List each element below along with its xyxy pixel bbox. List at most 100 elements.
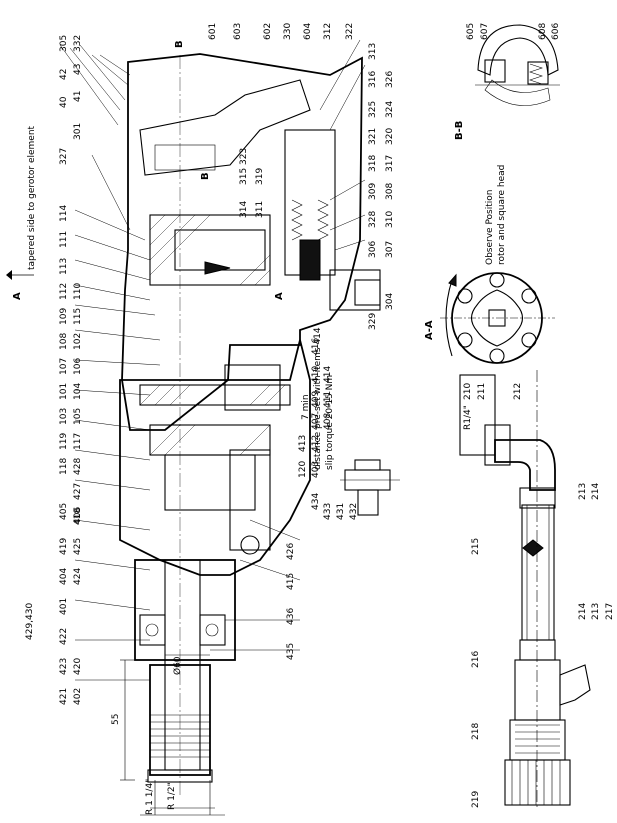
label-106: 106 (73, 358, 83, 375)
label-213a: 213 (578, 483, 588, 500)
label-426: 426 (286, 543, 296, 560)
hatch-gears (139, 384, 286, 456)
label-105: 105 (73, 408, 83, 425)
label-422: 422 (59, 628, 69, 645)
inlet-fitting (354, 279, 381, 306)
clutch-shaft (229, 449, 271, 551)
label-605: 605 (466, 23, 476, 40)
label-120: 120 (298, 461, 308, 478)
gear-set-upper (139, 384, 291, 406)
label-323: 323 (239, 148, 249, 165)
notes: distance pre-set with items 414 slip tor… (111, 327, 335, 815)
label-601: 601 (208, 23, 218, 40)
rotor-cone (204, 261, 231, 275)
handle-housing (121, 53, 363, 431)
dist-note-1: distance pre-set with items 414 (313, 327, 323, 470)
elbow-212 (494, 439, 556, 491)
trigger-lever (139, 79, 311, 176)
rotor-housing (149, 214, 271, 286)
dim-55: 55 (111, 714, 121, 725)
label-327: 327 (59, 148, 69, 165)
label-219: 219 (471, 791, 481, 808)
label-433: 433 (323, 503, 333, 520)
label-115: 115 (73, 308, 83, 325)
label-304: 304 (385, 293, 395, 310)
bearing-left (139, 614, 166, 646)
label-109: 109 (59, 308, 69, 325)
label-402: 402 (73, 688, 83, 705)
label-325: 325 (368, 101, 378, 118)
label-110: 110 (73, 283, 83, 300)
label-112: 112 (59, 283, 69, 300)
label-435: 435 (286, 643, 296, 660)
label-118: 118 (59, 458, 69, 475)
label-316: 316 (368, 71, 378, 88)
section-markers: B B A A tapered side to gerotor element (6, 40, 285, 300)
label-42: 42 (59, 69, 69, 80)
label-306: 306 (368, 241, 378, 258)
spindle-nose (149, 664, 211, 776)
label-408: 408 (323, 413, 333, 430)
observe-note-1: Observe Position (485, 190, 495, 266)
connector-218 (509, 719, 566, 761)
label-212: 212 (513, 383, 523, 400)
dim-7-min: 7 min (301, 394, 311, 420)
label-428: 428 (73, 458, 83, 475)
mark-a-mid: A (274, 292, 285, 300)
label-403: 403 (311, 461, 321, 478)
mark-a-top: A (12, 292, 23, 300)
label-603: 603 (233, 23, 243, 40)
label-312: 312 (323, 23, 333, 40)
label-322: 322 (345, 23, 355, 40)
shaft-nut (240, 535, 260, 555)
labels-top-left: 305 332 42 43 40 41 301 327 (59, 35, 83, 165)
label-326: 326 (385, 71, 395, 88)
observe-note-2: rotor and square head (497, 165, 507, 265)
hose-mark-215 (522, 539, 544, 557)
label-321: 321 (368, 128, 378, 145)
label-307: 307 (385, 241, 395, 258)
label-119: 119 (59, 433, 69, 450)
label-114: 114 (59, 205, 69, 222)
label-314: 314 (239, 201, 249, 218)
label-427: 427 (73, 483, 83, 500)
label-330: 330 (283, 23, 293, 40)
coupling-213b (519, 639, 556, 661)
label-405: 405 (59, 503, 69, 520)
label-317: 317 (385, 155, 395, 172)
label-301: 301 (73, 123, 83, 140)
coupling-213 (519, 487, 556, 509)
label-102: 102 (73, 333, 83, 350)
label-404: 404 (59, 568, 69, 585)
label-431: 431 (336, 503, 346, 520)
label-432: 432 (349, 503, 359, 520)
trigger-pad (154, 144, 216, 171)
gear-gearwheel (164, 454, 256, 511)
label-414: 414 (323, 366, 333, 383)
label-308: 308 (385, 183, 395, 200)
label-401: 401 (59, 598, 69, 615)
valve-216 (514, 659, 561, 721)
knurled-219 (504, 759, 571, 806)
label-213b: 213 (591, 603, 601, 620)
gear-housing (119, 339, 311, 576)
label-313: 313 (368, 43, 378, 60)
label-104: 104 (73, 383, 83, 400)
leader-lines (59, 39, 366, 681)
label-420: 420 (73, 658, 83, 675)
label-421: 421 (59, 688, 69, 705)
label-319: 319 (255, 168, 265, 185)
label-320: 320 (385, 128, 395, 145)
label-423: 423 (59, 658, 69, 675)
labels-section-bb: 605 607 608 606 B-B (454, 23, 561, 140)
dim-r12: R 1/2" (167, 782, 177, 810)
label-215: 215 (471, 538, 481, 555)
label-328: 328 (368, 211, 378, 228)
label-409: 409 (311, 391, 321, 408)
label-602: 602 (263, 23, 273, 40)
label-606: 606 (551, 23, 561, 40)
label-324: 324 (385, 101, 395, 118)
valve-spring (291, 199, 329, 241)
label-425: 425 (73, 538, 83, 555)
label-415: 415 (286, 573, 296, 590)
